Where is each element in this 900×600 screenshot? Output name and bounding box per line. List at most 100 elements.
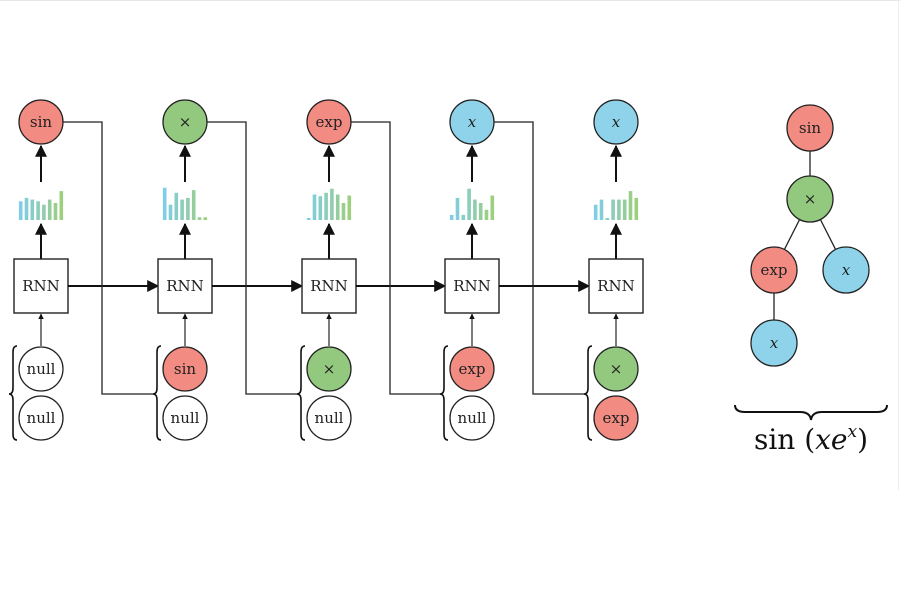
rnn-cell: RNN xyxy=(157,258,213,314)
rnn-box xyxy=(444,258,500,314)
input-brace xyxy=(296,345,306,441)
tree-node-exp: exp xyxy=(750,246,798,294)
distribution-bar xyxy=(18,201,23,220)
tree-node-x1-label: x xyxy=(842,261,851,279)
distribution-bar xyxy=(47,199,52,220)
distribution-bar xyxy=(306,218,311,220)
output-node: x xyxy=(593,99,639,145)
input-node-sibling: null xyxy=(306,395,352,441)
distribution-bar xyxy=(180,199,184,220)
input-node-parent-circle xyxy=(162,346,208,392)
distribution-bar xyxy=(30,199,35,220)
tree-node-x2-label: x xyxy=(770,334,779,352)
tree-node-exp-circle xyxy=(750,246,798,294)
input-brace xyxy=(8,345,18,441)
rnn-box xyxy=(588,258,644,314)
input-node-parent: × xyxy=(593,346,639,392)
distribution-bar xyxy=(347,195,352,220)
distribution-bar xyxy=(455,197,460,220)
tree-node-root: sin xyxy=(786,104,834,152)
input-node-parent: × xyxy=(306,346,352,392)
distribution-bars xyxy=(306,188,352,220)
distribution-bar xyxy=(335,194,340,220)
feedback-connector xyxy=(207,121,297,395)
rnn-label: RNN xyxy=(166,277,204,295)
formula-superscript: x xyxy=(848,422,858,442)
tree-edges xyxy=(773,128,847,343)
input-pair: ×exp xyxy=(583,345,639,441)
output-node-label: x xyxy=(468,113,477,131)
distribution-bar xyxy=(490,195,495,220)
rnn-label: RNN xyxy=(453,277,491,295)
distribution-bar xyxy=(312,194,317,220)
distribution-bar xyxy=(478,203,483,220)
distribution-bar xyxy=(324,192,328,220)
input-node-sibling-circle xyxy=(449,395,495,441)
tree-node-x1: x xyxy=(822,246,870,294)
input-node-sibling-label: null xyxy=(458,409,487,427)
input-node-parent-circle xyxy=(18,346,64,392)
feedback-connector xyxy=(494,121,584,395)
output-node-circle xyxy=(593,99,639,145)
rnn-label: RNN xyxy=(597,277,635,295)
input-node-sibling-circle xyxy=(593,395,639,441)
output-node: exp xyxy=(306,99,352,145)
output-node-label: exp xyxy=(316,113,343,131)
feedback-connector xyxy=(63,121,153,395)
formula-base: xe xyxy=(815,423,847,456)
input-pair: ×null xyxy=(296,345,352,441)
distribution-bar xyxy=(611,199,615,220)
distribution-bar xyxy=(622,199,627,220)
distribution-bar xyxy=(59,191,64,220)
input-brace xyxy=(152,345,162,441)
output-node: sin xyxy=(18,99,64,145)
distribution-bar xyxy=(473,199,477,220)
distribution-bar xyxy=(42,204,46,220)
formula-prefix: sin ( xyxy=(754,423,815,456)
distribution-bars xyxy=(18,191,64,220)
tree-node-mul: × xyxy=(786,175,834,223)
input-node-sibling: null xyxy=(449,395,495,441)
input-node-parent: null xyxy=(18,346,64,392)
tree-node-mul-circle xyxy=(786,175,834,223)
tree-node-x1-circle xyxy=(822,246,870,294)
distribution-bar xyxy=(53,203,58,220)
distribution-bar xyxy=(484,209,489,220)
distribution-bars xyxy=(162,187,208,220)
tree-node-root-circle xyxy=(786,104,834,152)
input-node-sibling: exp xyxy=(593,395,639,441)
input-node-sibling-label: null xyxy=(171,409,200,427)
output-node-label: × xyxy=(179,113,192,131)
input-node-parent-circle xyxy=(306,346,352,392)
input-node-parent-label: sin xyxy=(174,360,196,378)
distribution-bar xyxy=(330,188,334,220)
input-node-parent-circle xyxy=(593,346,639,392)
rnn-chain: sinRNNnullnull×RNNsinnullexpRNN×nullxRNN… xyxy=(8,99,644,441)
input-node-parent-circle xyxy=(449,346,495,392)
distribution-bar xyxy=(593,204,598,220)
input-node-sibling: null xyxy=(18,395,64,441)
distribution-bar xyxy=(36,201,40,220)
distribution-bar xyxy=(341,203,346,220)
input-node-sibling: null xyxy=(162,395,208,441)
expression-tree: sin × exp x x xyxy=(750,104,870,367)
distribution-bars xyxy=(449,188,495,220)
distribution-bar xyxy=(162,187,167,220)
input-node-sibling-circle xyxy=(306,395,352,441)
distribution-bar xyxy=(634,197,639,220)
rnn-cell: RNN xyxy=(301,258,357,314)
rnn-box xyxy=(13,258,69,314)
distribution-bar xyxy=(168,204,173,220)
input-node-parent: sin xyxy=(162,346,208,392)
rnn-label: RNN xyxy=(22,277,60,295)
formula-text: sin (xex) xyxy=(754,422,868,456)
output-node-label: x xyxy=(612,113,621,131)
feedback-connector xyxy=(351,121,440,395)
input-node-parent-label: exp xyxy=(459,360,486,378)
input-node-sibling-circle xyxy=(18,395,64,441)
output-node-label: sin xyxy=(30,113,52,131)
